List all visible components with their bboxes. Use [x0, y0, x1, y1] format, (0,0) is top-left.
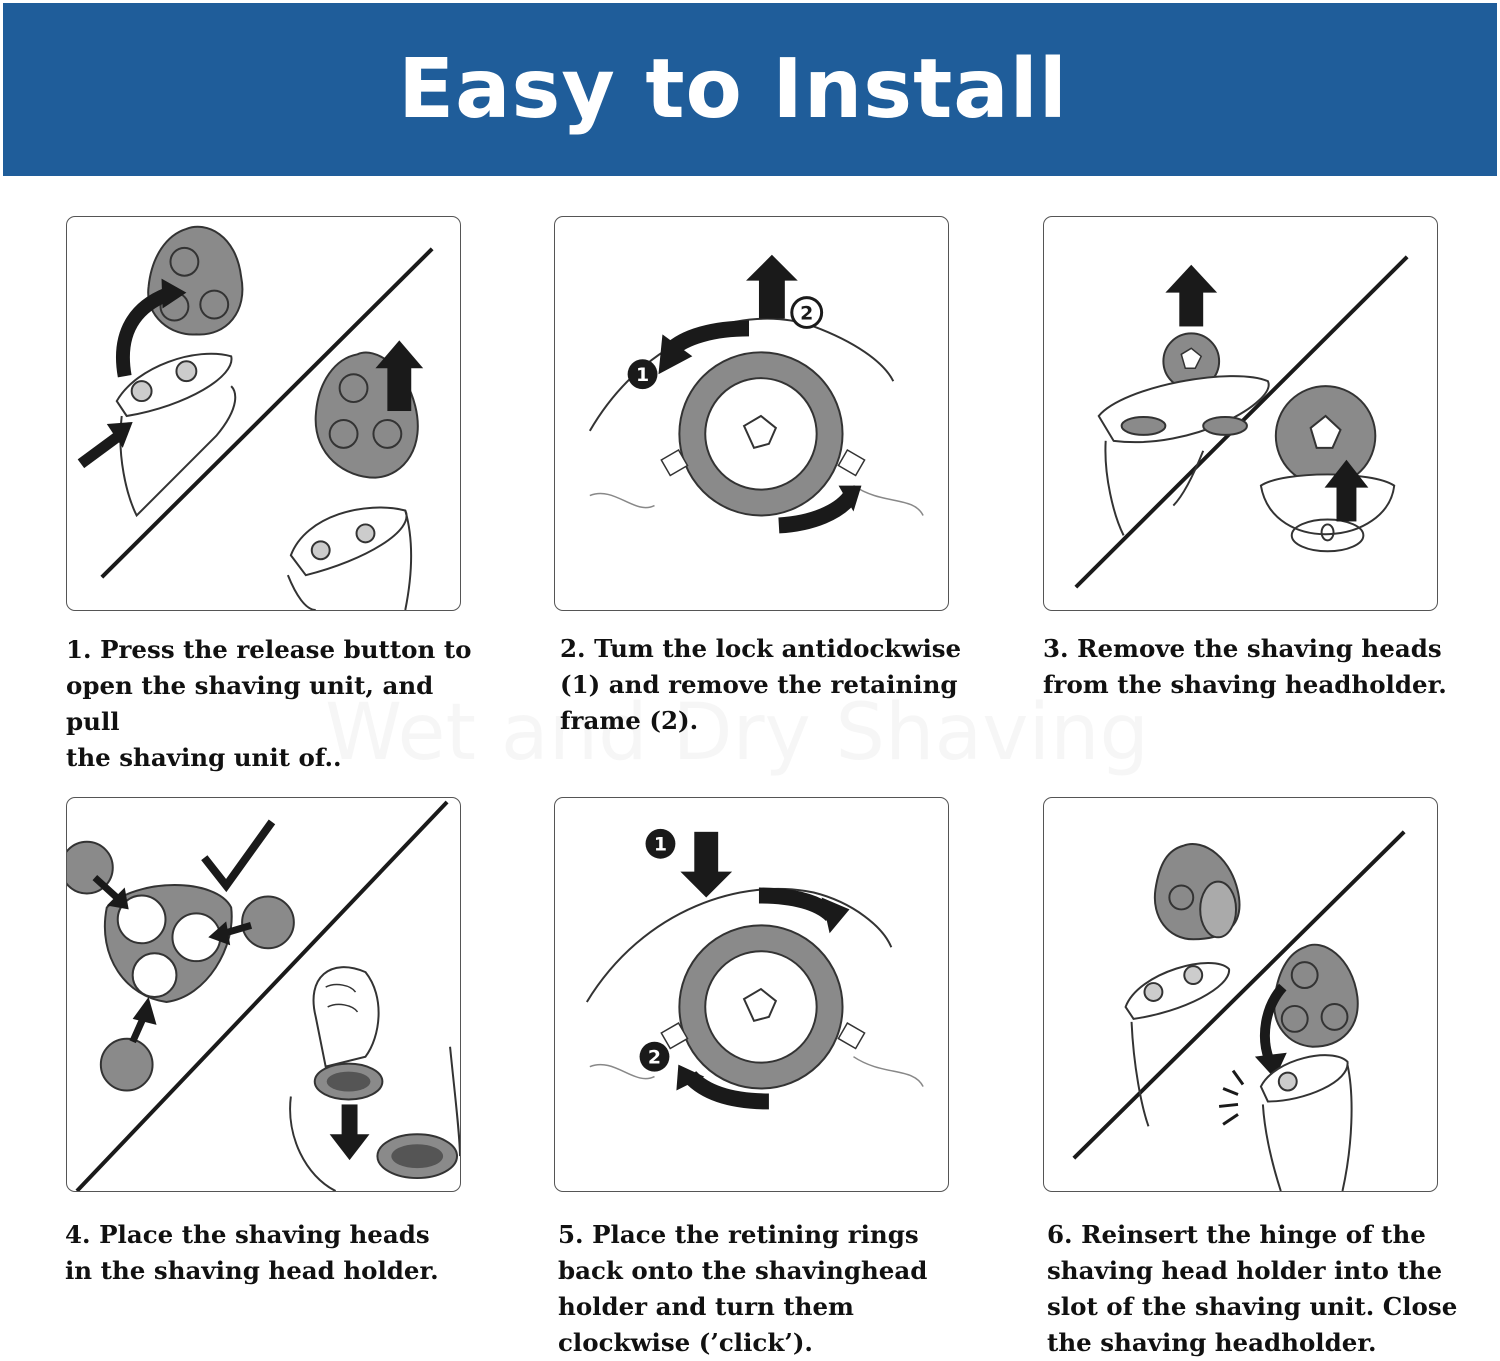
step-4-caption: 4. Place the shaving heads in the shavin…: [65, 1220, 439, 1285]
step-1-illustration: [66, 216, 461, 611]
step-1-caption: 1. Press the release button to open the …: [66, 635, 472, 772]
step-2-badge-1: 1: [636, 364, 649, 386]
step-5-badge-1: 1: [654, 834, 667, 856]
step-6-illustration: [1043, 797, 1438, 1192]
step-4-illustration: [66, 797, 461, 1192]
step-2-badge-2: 2: [800, 302, 813, 324]
page-title: Easy to Install: [398, 42, 1068, 137]
step-5-caption: 5. Place the retining rings back onto th…: [558, 1220, 928, 1357]
step-3-illustration: [1043, 216, 1438, 611]
step-2-illustration: 1 2: [554, 216, 949, 611]
header-banner: Easy to Install: [3, 3, 1497, 176]
step-2-caption: 2. Tum the lock antidockwise (1) and rem…: [560, 634, 962, 735]
step-3-caption: 3. Remove the shaving heads from the sha…: [1043, 634, 1447, 699]
step-5-badge-2: 2: [648, 1047, 661, 1069]
step-6-caption: 6. Reinsert the hinge of the shaving hea…: [1047, 1220, 1458, 1357]
step-5-illustration: 1 2: [554, 797, 949, 1192]
